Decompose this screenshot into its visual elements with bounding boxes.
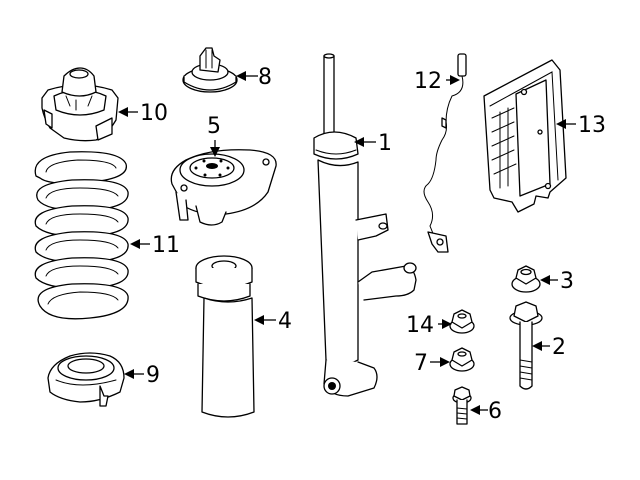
- callout-10: 10: [118, 101, 168, 126]
- part-1-shock-absorber: [313, 53, 417, 397]
- part-4-dust-boot: [195, 255, 255, 418]
- part-3-flange-nut: [511, 265, 541, 293]
- callout-13: 13: [556, 113, 606, 138]
- callout-4: 4: [254, 309, 292, 334]
- part-10-spring-upper-seat: [41, 67, 119, 142]
- callout-2: 2: [532, 335, 566, 360]
- part-5-strut-top-mount: [170, 149, 277, 226]
- callout-number-14: 14: [406, 313, 434, 338]
- part-12-sensor-harness: [423, 53, 467, 253]
- callout-number-11: 11: [152, 233, 180, 258]
- callout-number-2: 2: [552, 335, 566, 360]
- callout-1: 1: [354, 131, 392, 156]
- callout-8: 8: [236, 65, 272, 90]
- callout-number-5: 5: [207, 114, 221, 139]
- callout-12: 12: [414, 69, 460, 94]
- part-7-nut: [449, 347, 475, 372]
- part-2-bolt: [509, 301, 543, 390]
- callout-number-4: 4: [278, 309, 292, 334]
- callout-number-7: 7: [414, 351, 428, 376]
- part-8-dust-cap: [182, 47, 238, 93]
- callout-number-3: 3: [560, 269, 574, 294]
- callout-5: 5: [207, 114, 221, 157]
- callout-number-8: 8: [258, 65, 272, 90]
- part-11-coil-spring: [34, 151, 129, 320]
- part-14-nut: [449, 309, 475, 334]
- callout-6: 6: [470, 399, 502, 424]
- callout-number-12: 12: [414, 69, 442, 94]
- callout-9: 9: [124, 363, 160, 388]
- callout-number-13: 13: [578, 113, 606, 138]
- callout-number-6: 6: [488, 399, 502, 424]
- callout-number-9: 9: [146, 363, 160, 388]
- part-9-lower-spring-seat: [47, 352, 125, 407]
- part-13-control-module: [483, 59, 567, 213]
- callout-number-1: 1: [378, 131, 392, 156]
- part-6-short-bolt: [452, 386, 472, 425]
- callout-3: 3: [540, 269, 574, 294]
- callout-11: 11: [130, 233, 180, 258]
- callout-number-10: 10: [140, 101, 168, 126]
- callout-7: 7: [414, 351, 450, 376]
- callout-14: 14: [406, 313, 452, 338]
